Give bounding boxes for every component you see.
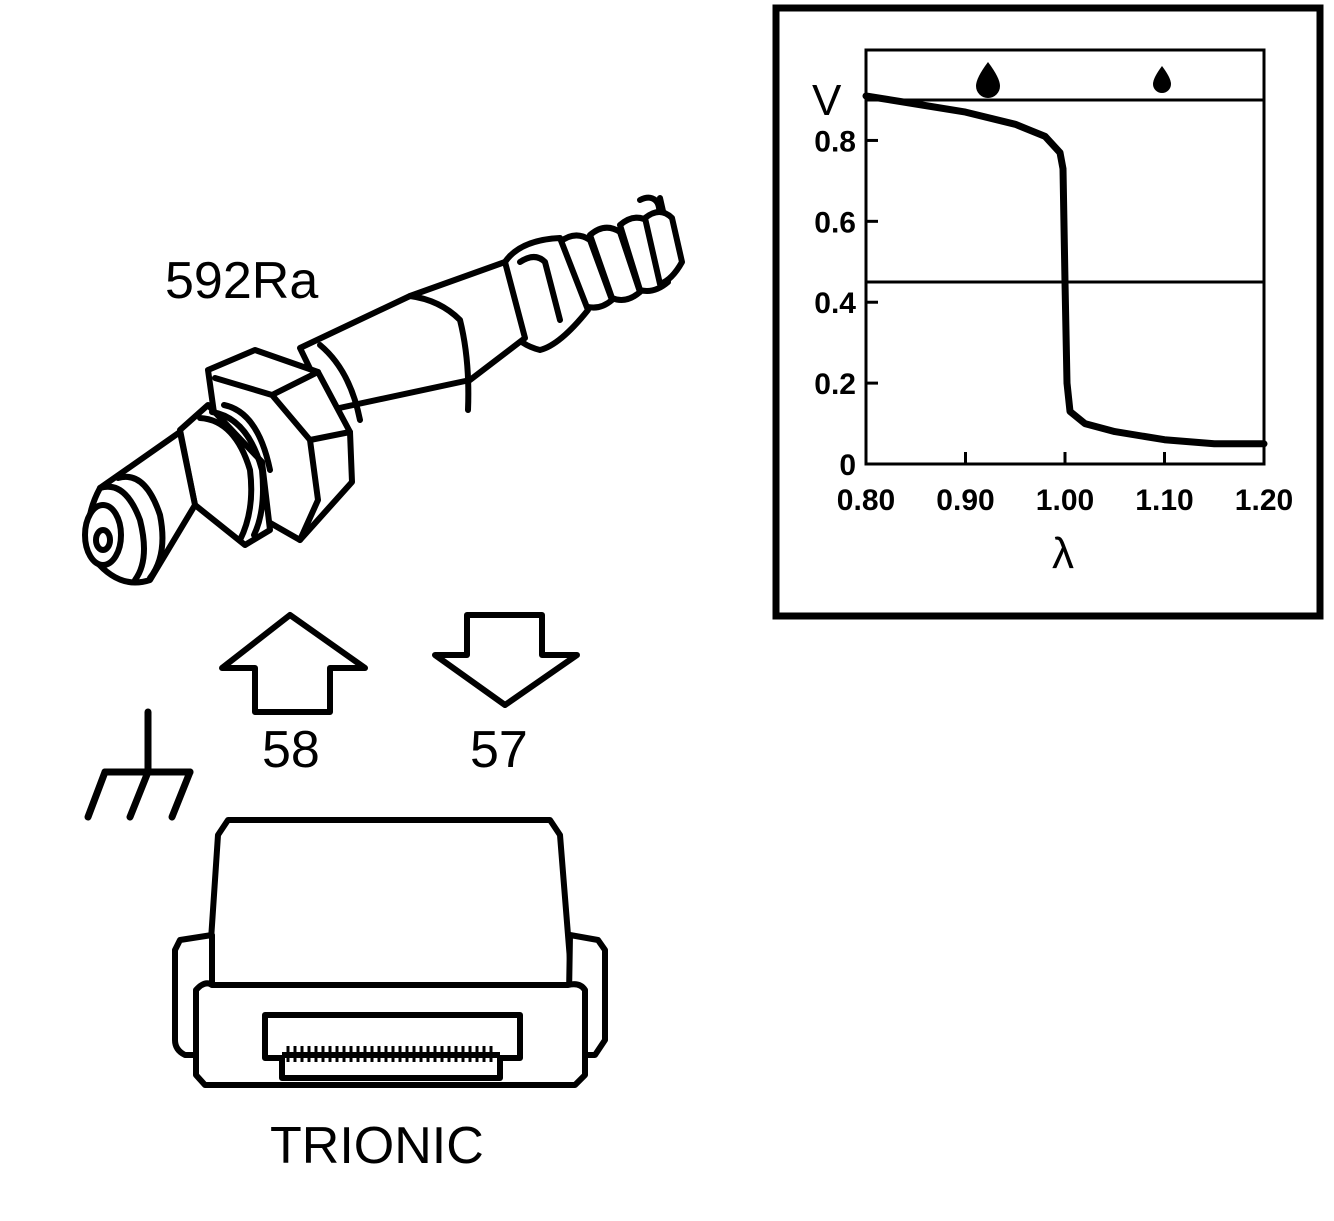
x-tick-label: 0.90: [936, 484, 994, 517]
x-tick-label: 1.00: [1036, 484, 1094, 517]
fuel-drop-large-icon: [976, 62, 1000, 98]
x-tick-label: 0.80: [837, 484, 895, 517]
x-tick-label: 1.10: [1135, 484, 1193, 517]
ecu-label: TRIONIC: [270, 1117, 484, 1175]
sensor-label: 592Ra: [165, 252, 318, 310]
y-tick-label: 0: [839, 449, 856, 482]
arrow-up-icon: [219, 612, 368, 715]
ground-symbol-icon: [84, 708, 194, 821]
output-pin-label: 57: [470, 721, 528, 779]
chart-x-ticks: 0.80 0.90 1.00 1.10 1.20: [837, 452, 1293, 517]
chart-x-axis-label: λ: [1052, 529, 1074, 578]
x-tick-label: 1.20: [1235, 484, 1293, 517]
y-tick-label: 0.4: [814, 287, 856, 320]
chart-series-line: [862, 92, 1268, 448]
arrow-down-icon: [432, 612, 580, 708]
oxygen-sensor-icon: [82, 194, 685, 586]
y-tick-label: 0.2: [814, 368, 856, 401]
y-tick-label: 0.8: [814, 125, 856, 158]
chart-y-axis-label: V: [812, 76, 842, 125]
ecu-connector-pins: [286, 1046, 493, 1062]
lambda-chart: V λ 0 0.2 0.4 0.6 0.8 0.80 0.90 1.00 1.10 1.20: [772, 4, 1324, 620]
input-pin-label: 58: [262, 721, 320, 779]
fuel-drop-small-icon: [1153, 66, 1171, 93]
chart-y-ticks: 0 0.2 0.4 0.6 0.8: [814, 125, 878, 482]
ecu-module-icon: [172, 817, 608, 1088]
y-tick-label: 0.6: [814, 206, 856, 239]
